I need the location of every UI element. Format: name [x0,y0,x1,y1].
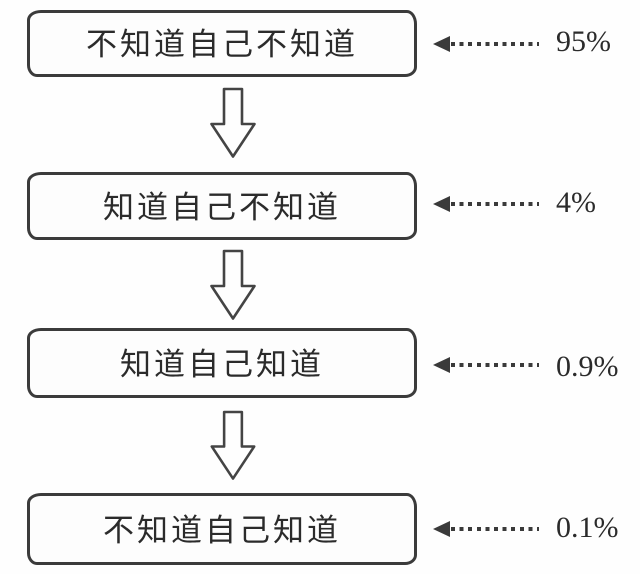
flow-box-3: 知道自己知道 [27,328,417,398]
flow-box-1: 不知道自己不知道 [27,10,417,77]
flow-box-4: 不知道自己知道 [27,493,417,565]
down-block-arrow-icon-1 [210,87,256,159]
flow-box-4-label: 不知道自己知道 [103,512,341,548]
dotted-left-arrow-icon-2 [433,196,539,212]
down-block-arrow-icon-2 [210,249,256,321]
dotted-left-arrow-icon-4 [433,521,539,537]
arrowhead-left-icon [433,196,450,212]
arrowhead-left-icon [433,36,450,52]
flow-box-3-label: 知道自己知道 [120,346,324,382]
percent-label-3: 0.9% [556,350,619,383]
dotted-left-arrow-icon-1 [433,36,539,52]
dotted-left-arrow-icon-3 [433,357,539,373]
dotted-line [451,42,539,46]
arrowhead-left-icon [433,521,450,537]
arrowhead-left-icon [433,357,450,373]
dotted-line [451,202,539,206]
percent-label-2: 4% [556,186,596,219]
flow-box-2: 知道自己不知道 [27,172,417,240]
flow-box-1-label: 不知道自己不知道 [86,27,358,62]
down-block-arrow-icon-3 [210,410,256,481]
dotted-line [451,527,539,531]
percent-label-1: 95% [556,25,611,58]
flow-box-2-label: 知道自己不知道 [103,189,341,225]
percent-label-4: 0.1% [556,511,619,544]
dotted-line [451,363,539,367]
